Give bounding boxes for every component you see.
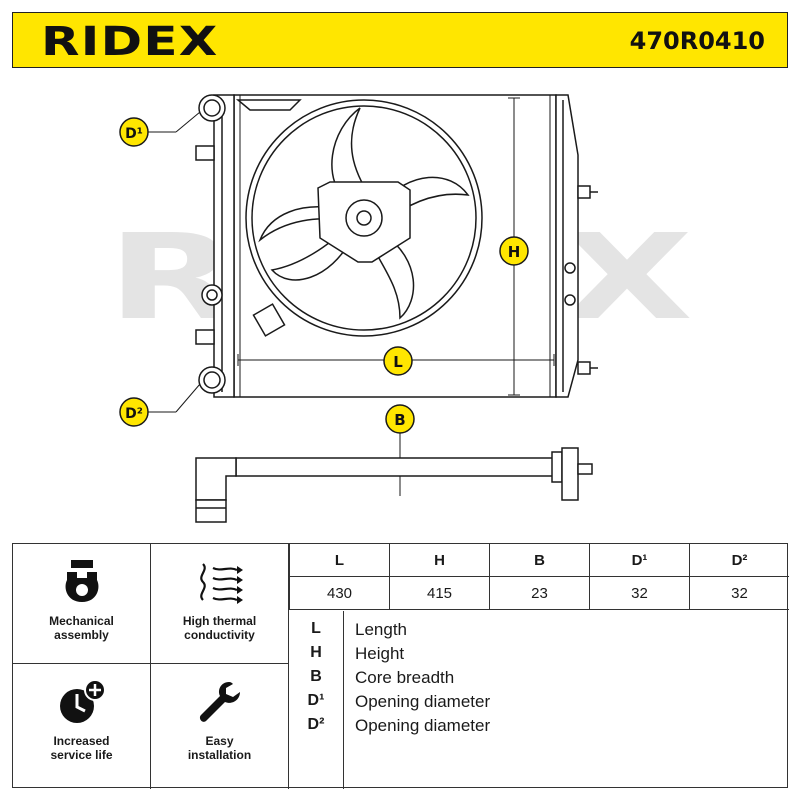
feature-label-line2: assembly (54, 628, 109, 642)
callout-b: B (385, 404, 415, 434)
dimensions-table: L H B D¹ D² 430 415 23 32 32 (289, 544, 789, 610)
radiator-drawing: RIDEX (107, 94, 693, 523)
feature-label-line2: conductivity (184, 628, 255, 642)
dim-header-d1: D¹ (589, 544, 689, 577)
dim-value-d2: 32 (689, 577, 789, 610)
legend-key: L (311, 620, 321, 637)
wrench-icon (199, 682, 240, 722)
clock-plus-icon (60, 679, 106, 723)
feature-label-line2: installation (187, 748, 252, 762)
callout-d1-label: D¹ (125, 126, 143, 142)
dim-header-b: B (489, 544, 589, 577)
dim-value-b: 23 (489, 577, 589, 610)
dim-header-l: L (289, 544, 389, 577)
legend-key: D¹ (307, 692, 325, 709)
feature-label-line1: Easy (205, 734, 234, 748)
feature-label-line1: High thermal (182, 614, 257, 628)
side-view (195, 447, 593, 523)
feature-increased-service-life: Increased service life (13, 664, 151, 789)
feature-mechanical-assembly: Mechanical assembly (13, 544, 151, 664)
legend-text: Opening diameter (355, 692, 491, 711)
legend-text: Length (355, 620, 407, 639)
dimension-legend: L Length H Height B Core breadth D¹ Open… (289, 611, 789, 789)
legend-row: D¹ Opening diameter (289, 689, 789, 713)
legend-row: L Length (289, 617, 789, 641)
spec-table: Mechanical assembly High thermal conduct… (12, 543, 789, 789)
dim-value-h: 415 (389, 577, 489, 610)
legend-key: D² (307, 716, 325, 733)
feature-label-line1: Mechanical (49, 614, 114, 628)
legend-row: H Height (289, 641, 789, 665)
callout-b-label: B (394, 411, 405, 429)
legend-text: Opening diameter (355, 716, 491, 735)
legend-text: Core breadth (355, 668, 455, 687)
dim-header-d2: D² (689, 544, 789, 577)
callout-d2-label: D² (125, 406, 143, 422)
feature-label-line2: service life (50, 748, 113, 762)
brand-logo: RIDEX (41, 19, 219, 65)
gear-puzzle-icon (65, 560, 99, 602)
callout-l-label: L (393, 353, 403, 371)
legend-key: H (310, 644, 322, 661)
part-number: 470R0410 (629, 27, 765, 55)
callout-l: L (383, 346, 413, 376)
feature-high-thermal-conductivity: High thermal conductivity (151, 544, 289, 664)
legend-key: B (310, 668, 322, 685)
legend-row: B Core breadth (289, 665, 789, 689)
dim-header-h: H (389, 544, 489, 577)
callout-d1: D¹ (119, 117, 149, 147)
heat-waves-icon (200, 563, 243, 604)
dim-value-l: 430 (289, 577, 389, 610)
legend-text: Height (355, 644, 405, 663)
callout-h-label: H (508, 243, 521, 261)
feature-label-line1: Increased (53, 734, 110, 748)
legend-row: D² Opening diameter (289, 713, 789, 737)
feature-easy-installation: Easy installation (151, 664, 289, 789)
callout-d2: D² (119, 397, 149, 427)
callout-h: H (499, 236, 529, 266)
header-bar: RIDEX 470R0410 (12, 12, 788, 68)
dim-value-d1: 32 (589, 577, 689, 610)
